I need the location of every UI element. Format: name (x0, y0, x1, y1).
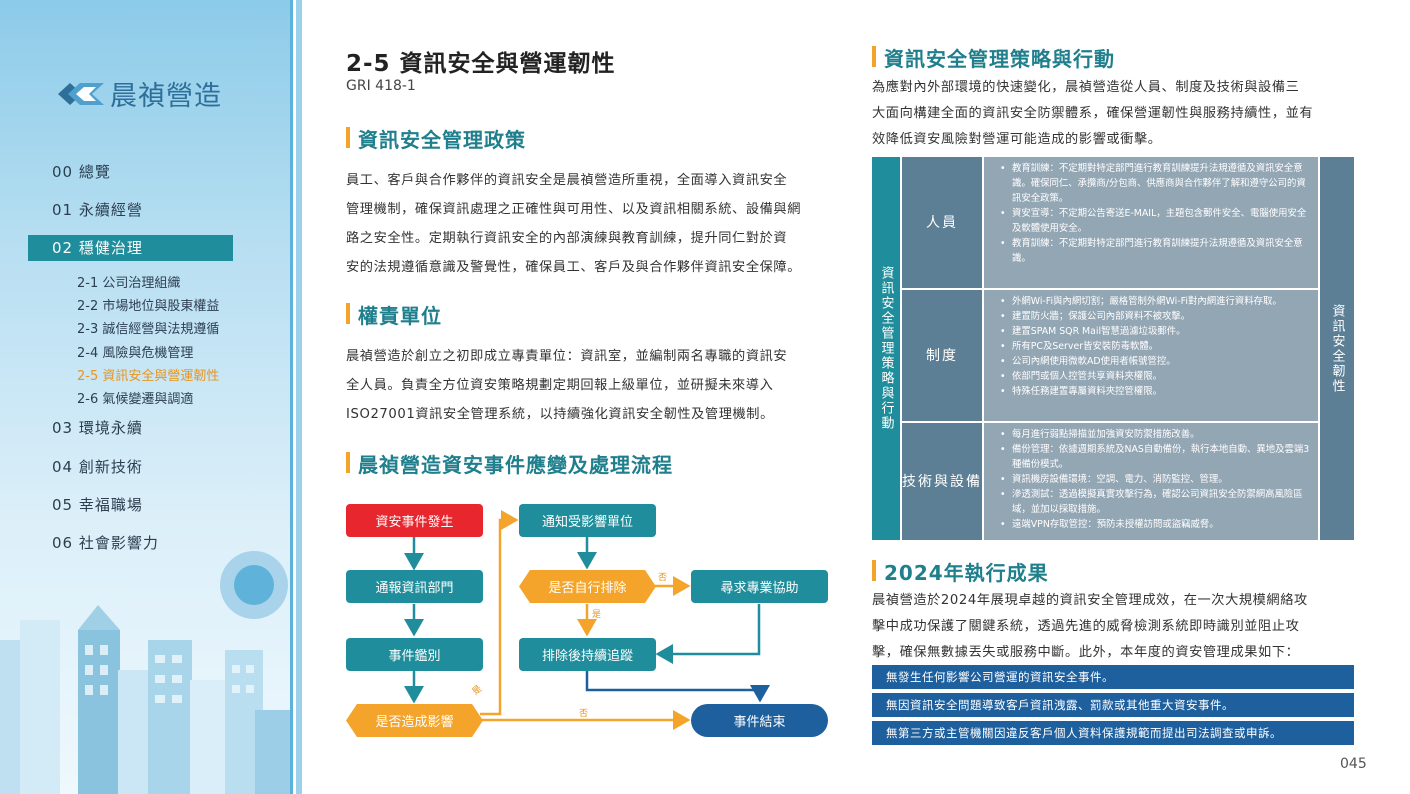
policy-line: 路之安全性。定期執行資訊安全的內部演練與教育訓練，提升同仁對於資 (346, 231, 788, 246)
strategy-line: 大面向構建全面的資訊安全防禦體系，確保營運韌性與服務持續性，並有 (872, 106, 1314, 121)
strategy-details: 教育訓練：不定期對特定部門進行教育訓練提升法規遵循及資訊安全意識。確保同仁、承攬… (984, 157, 1318, 288)
flow-node-track: 排除後持續追蹤 (519, 638, 656, 671)
strategy-row-people: 人員 教育訓練：不定期對特定部門進行教育訓練提升法規遵循及資訊安全意識。確保同仁… (902, 157, 1318, 288)
strategy-item: 特殊任務建置專屬資料夾控管權限。 (1000, 384, 1310, 399)
flow-label-no: 否 (658, 573, 668, 583)
strategy-category-line: 與設備 (934, 473, 982, 490)
nav-item-sustainability[interactable]: 01 永續經營 (52, 201, 143, 219)
decor-circle-inner (234, 565, 274, 605)
strategy-item: 教育訓練：不定期對特定部門進行教育訓練提升法規遵循及資訊安全意識。確保同仁、承攬… (1000, 161, 1310, 206)
strategy-item: 資安宣導：不定期公告寄送E-MAIL，主題包含郵件安全、電腦使用安全及軟體使用安… (1000, 206, 1310, 236)
strategy-item: 教育訓練：不定期對特定部門進行教育訓練提升法規遵循及資訊安全意識。 (1000, 236, 1310, 266)
section-title-flow: 晨禎營造資安事件應變及處理流程 (346, 449, 673, 478)
sub-item-2-2[interactable]: 2-2 市場地位與股東權益 (77, 299, 220, 314)
flow-node-report: 通報資訊部門 (346, 570, 483, 603)
section-title-results: 2024年執行成果 (872, 557, 1049, 586)
flow-node-end: 事件結束 (691, 704, 828, 737)
strategy-item: 建置防火牆；保護公司內部資料不被攻擊。 (1000, 309, 1310, 324)
page-number: 045 (1340, 756, 1367, 772)
strategy-item: 外網Wi-Fi與內網切割；嚴格管制外網Wi-Fi對內網進行資料存取。 (1000, 294, 1310, 309)
section-title-strategy: 資訊安全管理策略與行動 (872, 43, 1115, 72)
strategy-item: 每月進行弱點掃描並加強資安防禦措施改善。 (1000, 427, 1310, 442)
city-skyline-illustration (0, 605, 290, 794)
results-line: 晨禎營造於2024年展現卓越的資訊安全管理成效，在一次大規模網絡攻 (872, 593, 1308, 608)
strategy-category-line: 技術 (902, 473, 934, 490)
strategy-item: 滲透測試：透過模擬真實攻擊行為，確認公司資訊安全防禦網高風險區域，並加以採取措施… (1000, 487, 1310, 517)
flow-node-start: 資安事件發生 (346, 504, 483, 537)
strategy-table: 資訊安全管理策略與行動 人員 教育訓練：不定期對特定部門進行教育訓練提升法規遵循… (872, 157, 1354, 540)
result-bar: 無發生任何影響公司營運的資訊安全事件。 (872, 665, 1354, 689)
nav-item-social[interactable]: 06 社會影響力 (52, 534, 159, 552)
flow-node-self-decision: 是否自行排除 (519, 570, 656, 603)
strategy-item: 依部門或個人控管共享資料夾權限。 (1000, 369, 1310, 384)
nav-item-overview[interactable]: 00 總覽 (52, 163, 111, 181)
results-line: 擊，確保無數據丟失或服務中斷。此外，本年度的資安管理成果如下： (872, 645, 1300, 660)
nav-item-innovation[interactable]: 04 創新技術 (52, 458, 143, 476)
strategy-item: 公司內網使用微軟AD使用者帳號管控。 (1000, 354, 1310, 369)
logo-mark-icon (58, 82, 104, 105)
nav-item-governance[interactable]: 02 穩健治理 (28, 235, 233, 261)
sub-item-2-3[interactable]: 2-3 誠信經營與法規遵循 (77, 322, 220, 337)
strategy-details: 每月進行弱點掃描並加強資安防禦措施改善。 備份管理：依據週期系統及NAS自動備份… (984, 423, 1318, 540)
gri-code: GRI 418-1 (346, 78, 416, 94)
flow-node-impact-decision: 是否造成影響 (346, 704, 483, 737)
flow-node-notify: 通知受影響單位 (519, 504, 656, 537)
logo-text: 晨禎營造 (110, 81, 222, 112)
strategy-paragraph: 為應對內外部環境的快速變化，晨禎營造從人員、制度及技術與設備三 大面向構建全面的… (872, 75, 1357, 153)
sub-item-2-6[interactable]: 2-6 氣候變遷與調適 (77, 392, 194, 407)
flow-node-help: 尋求專業協助 (691, 570, 828, 603)
sub-item-2-1[interactable]: 2-1 公司治理組織 (77, 276, 181, 291)
strategy-table-right-label: 資訊安全韌性 (1320, 157, 1354, 540)
result-bar: 無第三方或主管機關因違反客戶個人資料保護規範而提出司法調查或申訴。 (872, 721, 1354, 745)
strategy-item: 所有PC及Server皆安裝防毒軟體。 (1000, 339, 1310, 354)
strategy-details: 外網Wi-Fi與內網切割；嚴格管制外網Wi-Fi對內網進行資料存取。 建置防火牆… (984, 290, 1318, 421)
page-title: 2-5 資訊安全與營運韌性 (346, 51, 616, 77)
company-logo[interactable]: 晨禎營造 (58, 74, 222, 113)
sub-item-2-5-active[interactable]: 2-5 資訊安全與營運韌性 (77, 369, 220, 384)
strategy-line: 效降低資安風險對營運可能造成的影響或衝擊。 (872, 132, 1162, 147)
policy-paragraph: 員工、客戶與合作夥伴的資訊安全是晨禎營造所重視，全面導入資訊安全 管理機制，確保… (346, 166, 841, 282)
policy-line: 安的法規遵循意識及警覺性，確保員工、客戶及與合作夥伴資訊安全保障。 (346, 260, 801, 275)
strategy-item: 遠端VPN存取管控：預防未授權訪問或盜竊威脅。 (1000, 517, 1310, 532)
unit-line: ISO27001資訊安全管理系統，以持續強化資訊安全韌性及管理機制。 (346, 407, 774, 422)
results-line: 擊中成功保護了關鍵系統，透過先進的威脅檢測系統即時識別並阻止攻 (872, 619, 1300, 634)
strategy-row-technology: 技術 與設備 每月進行弱點掃描並加強資安防禦措施改善。 備份管理：依據週期系統及… (902, 423, 1318, 540)
result-bar: 無因資訊安全問題導致客戶資訊洩露、罰款或其他重大資安事件。 (872, 693, 1354, 717)
unit-line: 晨禎營造於創立之初即成立專責單位：資訊室，並編制兩名專職的資訊安 (346, 349, 788, 364)
strategy-item: 建置SPAM SQR Mail智慧過濾垃圾郵件。 (1000, 324, 1310, 339)
strategy-category: 人員 (902, 157, 982, 288)
strategy-table-left-label: 資訊安全管理策略與行動 (872, 157, 900, 540)
strategy-category: 制度 (902, 290, 982, 421)
unit-line: 全人員。負責全方位資安策略規劃定期回報上級單位，並研擬未來導入 (346, 378, 774, 393)
section-title-policy: 資訊安全管理政策 (346, 124, 526, 153)
strategy-item: 資訊機房設備環境：空調、電力、消防監控、管理。 (1000, 472, 1310, 487)
policy-line: 員工、客戶與合作夥伴的資訊安全是晨禎營造所重視，全面導入資訊安全 (346, 173, 788, 188)
nav-item-workplace[interactable]: 05 幸福職場 (52, 496, 143, 514)
flow-label-no: 否 (579, 709, 589, 719)
nav-item-environment[interactable]: 03 環境永續 (52, 419, 143, 437)
unit-paragraph: 晨禎營造於創立之初即成立專責單位：資訊室，並編制兩名專職的資訊安 全人員。負責全… (346, 342, 841, 429)
strategy-line: 為應對內外部環境的快速變化，晨禎營造從人員、制度及技術與設備三 (872, 80, 1300, 95)
flow-label-yes: 是 (592, 610, 602, 620)
strategy-item: 備份管理：依據週期系統及NAS自動備份，執行本地自動、異地及雲端3種備份模式。 (1000, 442, 1310, 472)
sub-item-2-4[interactable]: 2-4 風險與危機管理 (77, 346, 194, 361)
sidebar-edge-stripe (290, 0, 302, 794)
section-title-unit: 權責單位 (346, 300, 442, 329)
sidebar: 晨禎營造 00 總覽 01 永續經營 02 穩健治理 2-1 公司治理組織 2-… (0, 0, 290, 794)
strategy-category: 技術 與設備 (902, 423, 982, 540)
results-paragraph: 晨禎營造於2024年展現卓越的資訊安全管理成效，在一次大規模網絡攻 擊中成功保護… (872, 588, 1357, 666)
strategy-row-system: 制度 外網Wi-Fi與內網切割；嚴格管制外網Wi-Fi對內網進行資料存取。 建置… (902, 290, 1318, 421)
flow-node-identify: 事件鑑別 (346, 638, 483, 671)
policy-line: 管理機制，確保資訊處理之正確性與可用性、以及資訊相關系統、設備與網 (346, 202, 801, 217)
